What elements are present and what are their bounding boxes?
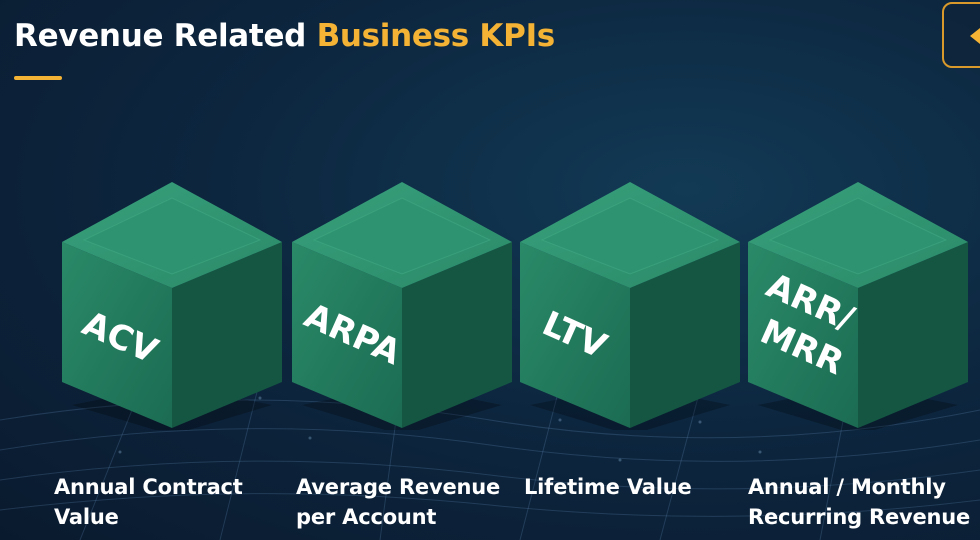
previous-slide-button[interactable] (942, 2, 980, 68)
cube-top-inset (82, 197, 262, 275)
network-background (0, 379, 980, 540)
title-accent: Business KPIs (316, 18, 556, 54)
cube-left-face (292, 242, 402, 428)
cube-top-inset (312, 197, 492, 275)
kpi-label-ltv: Lifetime Value (524, 472, 692, 502)
kpi-label-arpa: Average Revenue per Account (296, 472, 500, 532)
cube-ltv: LTV (520, 182, 740, 430)
title-underline (14, 76, 62, 80)
kpi-label-line: Annual / Monthly (748, 475, 946, 499)
cube-top-inset (768, 197, 948, 275)
cube-right-face (858, 242, 968, 428)
kpi-label-line: Lifetime Value (524, 475, 692, 499)
cube-left-face (520, 242, 630, 428)
cube-acv: ACV (62, 182, 282, 430)
kpi-card-acv: ACV (52, 160, 292, 430)
cube-arr-mrr: ARR/ MRR (748, 182, 968, 430)
title-main: Revenue Related (14, 18, 307, 54)
kpi-label-line: Average Revenue (296, 475, 501, 499)
cube-right-face (402, 242, 512, 428)
kpi-label-acv: Annual Contract Value (54, 472, 243, 532)
page-title: Revenue Related Business KPIs (14, 18, 555, 54)
kpi-card-arr-mrr: ARR/ MRR (738, 160, 978, 430)
cube-right-face (172, 242, 282, 428)
cube-left-face (748, 242, 858, 428)
arrow-left-icon (970, 28, 980, 44)
kpi-card-ltv: LTV (510, 160, 750, 430)
cube-left-face (62, 242, 172, 428)
kpi-label-arr-mrr: Annual / Monthly Recurring Revenue (748, 472, 970, 532)
cube-arpa: ARPA (292, 182, 512, 430)
kpi-card-arpa: ARPA (282, 160, 522, 430)
cube-right-face (630, 242, 740, 428)
kpi-label-line: Value (54, 505, 119, 529)
cube-top-inset (540, 197, 720, 275)
kpi-label-line: Annual Contract (54, 475, 243, 499)
kpi-label-line: Recurring Revenue (748, 505, 971, 529)
kpi-label-line: per Account (296, 505, 437, 529)
